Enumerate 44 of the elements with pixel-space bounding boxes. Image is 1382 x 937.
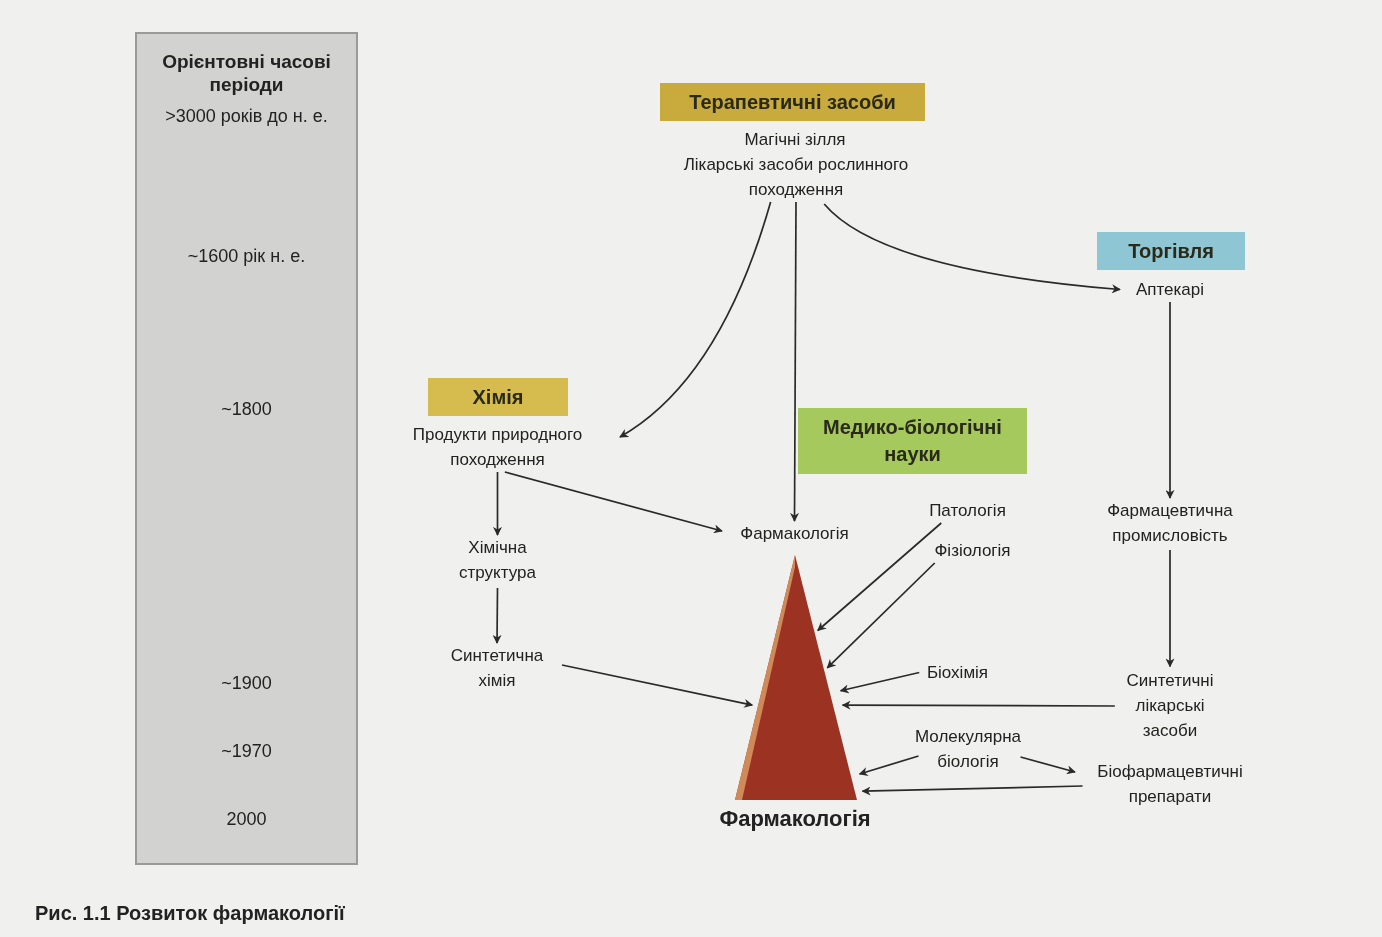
time-period-label: ~1970 bbox=[220, 740, 273, 763]
arrow bbox=[861, 785, 1084, 796]
arrow bbox=[816, 522, 943, 632]
timeline-panel bbox=[135, 32, 358, 865]
pyramid-title: Фармакологія bbox=[718, 805, 872, 833]
category-header: Терапевтичні засоби bbox=[660, 83, 925, 121]
stage-label: Хімічна структура bbox=[445, 535, 550, 585]
stage-label: Патологія bbox=[915, 498, 1020, 523]
stage-label: Магічні зілля bbox=[700, 127, 890, 152]
stage-label: Фармакологія bbox=[722, 521, 867, 546]
stage-label: Аптекарі bbox=[1120, 277, 1220, 302]
stage-label: Фізіологія bbox=[920, 538, 1025, 563]
arrow bbox=[1165, 549, 1175, 668]
arrow bbox=[561, 664, 754, 708]
arrow bbox=[493, 471, 502, 536]
time-period-label: >3000 років до н. е. bbox=[164, 105, 329, 128]
stage-label: Молекулярна біологія bbox=[893, 724, 1043, 774]
stage-label: Фармацевтична промисловість bbox=[1085, 498, 1255, 548]
arrow bbox=[1019, 756, 1076, 775]
panel-heading: Орієнтовні часові періоди bbox=[161, 50, 332, 96]
category-header: Медико-біологічні науки bbox=[798, 408, 1027, 474]
arrow bbox=[1165, 301, 1175, 499]
stage-label: Продукти природного походження bbox=[375, 422, 620, 472]
stage-label: Синтетична хімія bbox=[432, 643, 562, 693]
arrow bbox=[790, 201, 800, 522]
time-period-label: ~1800 bbox=[220, 398, 273, 421]
stage-label: Біофармацевтичні препарати bbox=[1075, 759, 1265, 809]
arrow bbox=[823, 203, 1121, 294]
time-period-label: ~1600 рік н. е. bbox=[186, 245, 307, 268]
arrow bbox=[826, 562, 936, 669]
stage-label: Синтетичні лікарські засоби bbox=[1110, 668, 1230, 744]
stage-label: Лікарські засоби рослинного походження bbox=[655, 152, 937, 202]
arrow bbox=[504, 471, 723, 534]
category-header: Торгівля bbox=[1097, 232, 1245, 270]
arrow bbox=[619, 201, 772, 438]
arrow bbox=[839, 671, 921, 694]
arrow bbox=[492, 587, 502, 644]
time-period-label: ~1900 bbox=[220, 672, 273, 695]
figure-caption: Рис. 1.1 Розвиток фармакології bbox=[35, 902, 345, 925]
time-period-label: 2000 bbox=[225, 808, 268, 831]
stage-label: Біохімія bbox=[915, 660, 1000, 685]
arrow bbox=[858, 755, 920, 776]
arrow bbox=[841, 700, 1116, 710]
category-header: Хімія bbox=[428, 378, 568, 416]
